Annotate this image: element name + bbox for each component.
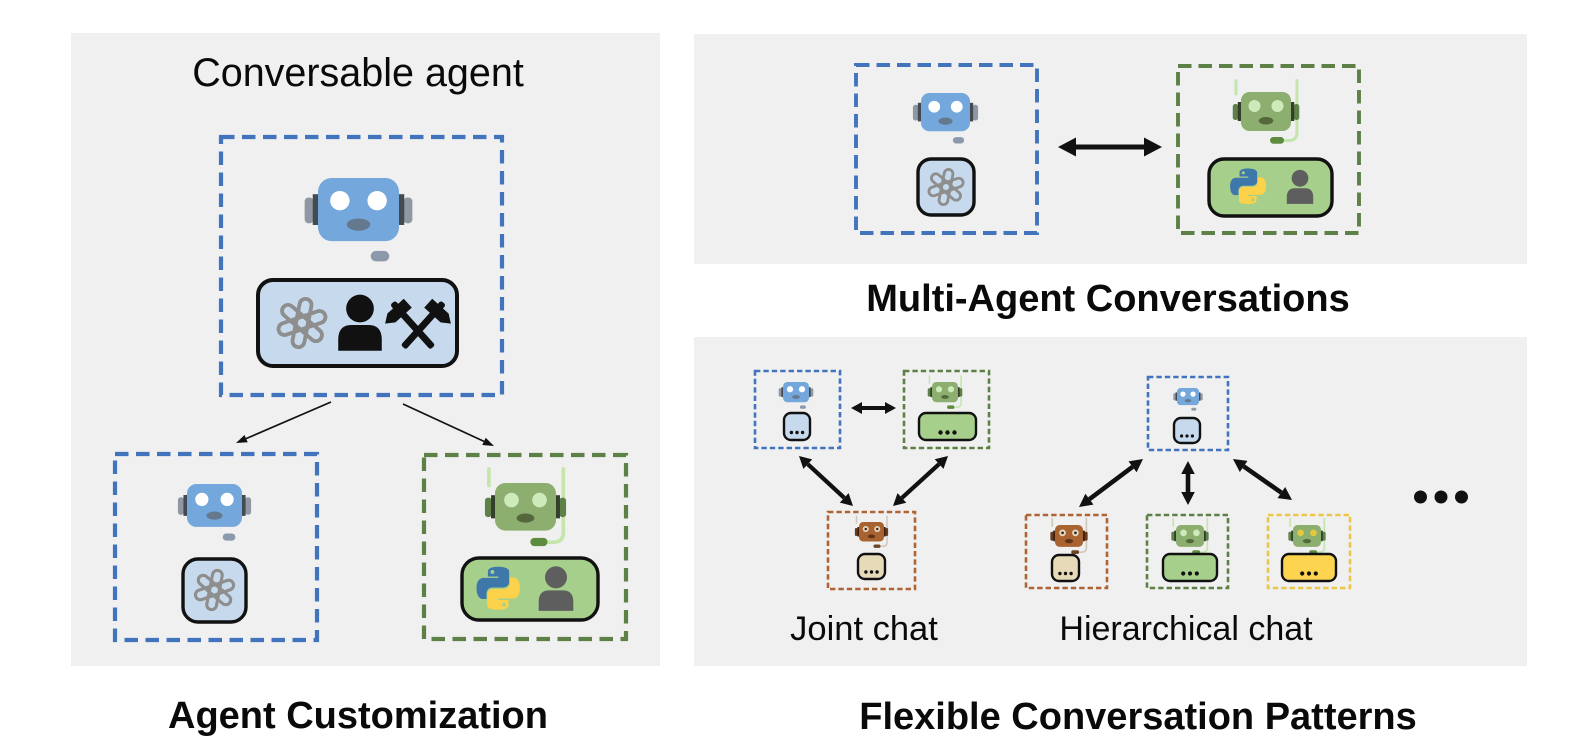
svg-text:Hierarchical chat: Hierarchical chat <box>1059 610 1313 648</box>
svg-text:Flexible Conversation Patterns: Flexible Conversation Patterns <box>859 696 1417 738</box>
svg-text:Agent Customization: Agent Customization <box>168 695 548 737</box>
svg-text:Conversable agent: Conversable agent <box>192 51 524 95</box>
svg-text:Multi-Agent Conversations: Multi-Agent Conversations <box>866 278 1349 320</box>
svg-text:Joint chat: Joint chat <box>790 610 938 648</box>
